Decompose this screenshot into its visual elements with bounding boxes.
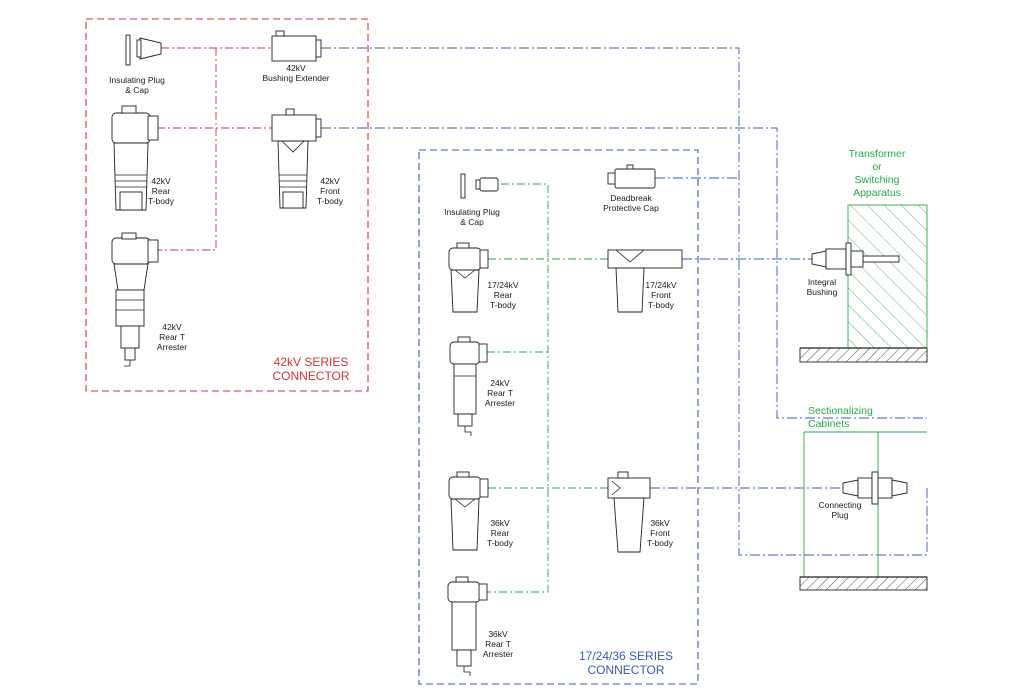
insulating-plug-17kv-icon — [460, 173, 499, 199]
connecting-plug-icon — [842, 471, 908, 505]
rear-t-arrester-42kv-icon — [111, 232, 159, 367]
kv17-series-box — [418, 149, 699, 685]
insulating-plug-42kv-icon — [125, 34, 162, 66]
rear-tbody-36kv-icon — [448, 471, 489, 551]
rear-t-arrester-24kv-icon — [449, 336, 488, 436]
rear-t-arrester-36kv-icon — [447, 576, 488, 676]
sectionalizing-cabinet — [799, 431, 928, 591]
bushing-extender-icon — [271, 30, 322, 62]
label-insulating-plug-42kv: Insulating Plug& Cap — [109, 75, 165, 95]
label-insulating-plug-17kv: Insulating Plug& Cap — [444, 207, 500, 227]
front-tbody-42kv-icon — [271, 108, 322, 209]
deadbreak-protective-cap-icon — [607, 164, 656, 189]
red-connection-lines — [157, 47, 272, 251]
rear-tbody-17kv-icon — [448, 242, 489, 313]
kv42-series-box — [85, 18, 369, 392]
front-tbody-36kv-icon — [607, 471, 651, 553]
integral-bushing-icon — [811, 242, 900, 276]
rear-tbody-42kv-icon — [111, 105, 159, 211]
transformer-apparatus — [799, 204, 928, 363]
blue-connection-lines — [321, 47, 928, 556]
front-tbody-17kv-icon — [607, 249, 683, 313]
green-connection-lines — [479, 183, 608, 593]
